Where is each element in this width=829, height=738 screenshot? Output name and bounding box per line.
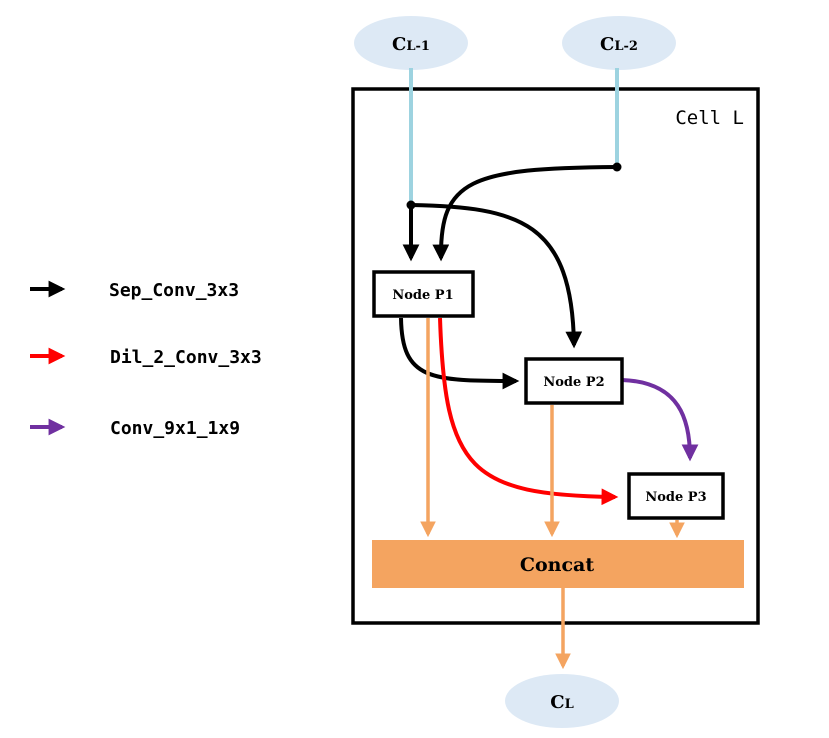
legend-item-dil-conv: Dil_2_Conv_3x3 [30, 347, 262, 368]
node-p2-label: Node P2 [543, 375, 604, 390]
node-p3: Node P3 [627, 472, 725, 520]
svg-text:CL-1: CL-1 [392, 34, 430, 55]
input-c-l-minus-2: CL-2 [562, 16, 676, 70]
arrow-p2-to-p3 [621, 378, 699, 462]
node-p3-label: Node P3 [645, 490, 706, 505]
output-c-l-sub: L [565, 697, 574, 712]
input-c-l-minus-1-sub: L-1 [406, 39, 430, 54]
arrow-c-l-minus-1-to-p2 [410, 203, 583, 349]
node-p1-label: Node P1 [392, 288, 453, 303]
input-c-l-minus-2-main: C [600, 34, 614, 55]
arrow-c-l-minus-2-to-p1 [432, 165, 618, 262]
node-p1: Node P1 [372, 270, 475, 318]
input-c-l-minus-1-main: C [392, 34, 406, 55]
output-c-l: CL [505, 674, 619, 728]
svg-text:CL-2: CL-2 [600, 34, 638, 55]
legend-item-sep-conv: Sep_Conv_3x3 [30, 280, 239, 301]
concat-label: Concat [520, 554, 594, 576]
input-c-l-minus-2-sub: L-2 [614, 39, 638, 54]
arrow-p1-to-p2 [399, 317, 520, 390]
legend-label-dil-conv: Dil_2_Conv_3x3 [110, 347, 262, 368]
legend-label-conv-9x1: Conv_9x1_1x9 [110, 418, 240, 439]
input-c-l-minus-1: CL-1 [354, 16, 468, 70]
concat-block: Concat [372, 540, 744, 588]
output-c-l-main: C [550, 692, 564, 713]
legend-item-conv-9x1: Conv_9x1_1x9 [30, 418, 240, 439]
legend: Sep_Conv_3x3 Dil_2_Conv_3x3 Conv_9x1_1x9 [30, 280, 262, 439]
node-p2: Node P2 [524, 357, 624, 405]
svg-text:CL: CL [550, 692, 573, 713]
arrow-p1-to-p3 [438, 317, 619, 506]
legend-label-sep-conv: Sep_Conv_3x3 [109, 280, 239, 301]
cell-frame [351, 87, 760, 625]
cell-label: Cell L [675, 107, 744, 129]
